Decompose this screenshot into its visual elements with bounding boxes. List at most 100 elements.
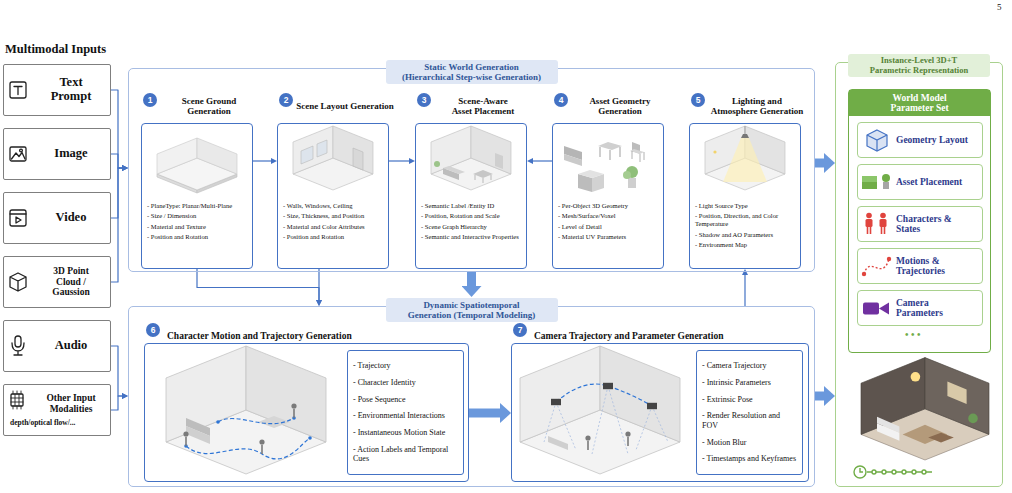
bullet-item: - Size, Thickness, and Position: [278, 212, 388, 220]
camera-trajectory-picture: [603, 383, 613, 389]
step-number: 2: [284, 96, 289, 105]
scene-ground-picture: [157, 138, 197, 174]
connector: [533, 160, 552, 161]
bullet-item: - Scene Graph Hierarchy: [416, 223, 526, 231]
camera-trajectory-picture: [520, 346, 600, 442]
camera-trajectory-picture: [544, 386, 668, 454]
input-icon: [20, 149, 23, 152]
bullet-item: - Position, Direction, and Color Tempera…: [690, 212, 800, 228]
bullet-item: - Material and Texture: [142, 223, 252, 231]
flow-arrow: [815, 392, 824, 401]
parameter-icon: [883, 182, 889, 189]
step-number-badge: 3: [417, 93, 431, 107]
parameter-icon: [862, 182, 877, 189]
parameter-set: World Model Parameter SetGeometry Layout…: [848, 89, 991, 353]
output-panel: Instance-Level 3D+T Parametric Represent…: [835, 62, 1003, 487]
input-icon: [10, 82, 26, 98]
bullet-item: - Shadow and AO Parameters: [690, 231, 800, 239]
input-icon: [12, 343, 24, 355]
panel-tab: Dynamic Spatiotemporal Generation (Tempo…: [386, 298, 558, 322]
timeline: [872, 470, 876, 474]
input-icon: [10, 82, 26, 409]
input-icon: [11, 394, 23, 406]
param-label: Characters & States: [896, 214, 978, 235]
input-label: Text Prompt: [40, 76, 102, 104]
flow-arrow: [467, 272, 476, 286]
parameter-icon: [882, 174, 890, 182]
asset-placement-picture: [473, 170, 493, 178]
asset-geometry-picture: [600, 147, 620, 160]
parameter-icon: [887, 257, 891, 261]
bullet-item: - Material UV Parameters: [553, 233, 663, 241]
stage-panel: Static World Generation (Hierarchical St…: [128, 68, 815, 272]
parameter-item: Geometry Layout: [857, 122, 983, 158]
parameter-item: Camera Parameters: [857, 290, 983, 326]
asset-placement-picture: [471, 126, 511, 174]
scene-ground-picture: [197, 138, 237, 174]
parameter-icon: [862, 272, 866, 276]
step-title: Scene Ground Generation: [160, 93, 258, 121]
asset-placement-picture: [431, 126, 511, 190]
step-box: Camera Trajectory and Parameter Generati…: [511, 343, 809, 482]
list-item: - Trajectory: [353, 361, 458, 371]
scene-layout-picture: [293, 126, 373, 190]
input-label: Video: [56, 211, 87, 225]
step-title: Scene Layout Generation: [296, 93, 394, 121]
param-label: Asset Placement: [896, 177, 962, 187]
connector: [197, 269, 319, 300]
lighting-picture: [723, 138, 767, 182]
character-motion-picture: [291, 403, 296, 408]
list-item: - Environmental Interactions: [353, 411, 458, 421]
step-title: Scene-Aware Asset Placement: [434, 93, 532, 121]
input-icon: [15, 336, 21, 347]
asset-placement-picture: [434, 161, 440, 167]
connector: [111, 168, 122, 282]
rendered-scene: [928, 433, 954, 443]
ellipsis-dots: • • •: [905, 329, 921, 340]
lighting-picture: [705, 126, 785, 190]
character-motion-picture: [186, 426, 210, 444]
step-box: Scene Layout Generation- Walls, Windows,…: [277, 123, 389, 269]
step-number-badge: 5: [691, 93, 705, 107]
input-box: Audio: [3, 320, 111, 372]
input-icon: [10, 273, 26, 291]
asset-geometry-picture: [564, 154, 582, 166]
input-label-small: Other Input Modalities: [40, 393, 102, 415]
character-motion-picture: [246, 346, 326, 442]
param-label: Camera Parameters: [896, 298, 978, 319]
rendered-scene: [947, 382, 966, 404]
scene-layout-picture: [353, 148, 363, 170]
input-label: Image: [54, 147, 87, 161]
bullet-item: - Per-Object 3D Geometry: [553, 202, 663, 210]
input-sublabel: depth/optical flow/...: [10, 418, 102, 427]
character-motion-picture: [185, 437, 187, 446]
scene-layout-picture: [301, 146, 313, 164]
character-motion-picture: [258, 416, 290, 428]
step-number: 7: [518, 326, 523, 335]
asset-placement-picture: [443, 166, 465, 174]
asset-geometry-picture: [598, 142, 622, 150]
input-icon: [10, 147, 26, 161]
asset-geometry-picture: [628, 178, 636, 188]
list-item: - Timestamps and Keyframes: [702, 454, 797, 464]
character-motion-picture: [166, 346, 246, 442]
scene-layout-picture: [293, 126, 333, 174]
input-box: Text Prompt: [3, 64, 111, 116]
input-label-small: 3D Point Cloud / Gaussion: [40, 266, 102, 299]
input-icon: [16, 217, 21, 223]
input-icon: [14, 87, 22, 95]
input-icon: [10, 210, 26, 226]
bullet-item: - Material and Color Attributes: [278, 223, 388, 231]
parameter-icon: [866, 213, 872, 219]
step-box: Asset Geometry Generation- Per-Object 3D…: [552, 123, 664, 269]
connector: [111, 90, 122, 168]
step-number: 4: [559, 96, 564, 105]
timeline: [882, 470, 886, 474]
asset-geometry-picture: [578, 170, 604, 178]
camera-trajectory-picture: [587, 441, 589, 450]
character-motion-picture: [186, 438, 310, 459]
parameter-icon: [862, 176, 877, 182]
input-label: Audio: [55, 339, 88, 353]
lighting-picture: [741, 134, 749, 138]
